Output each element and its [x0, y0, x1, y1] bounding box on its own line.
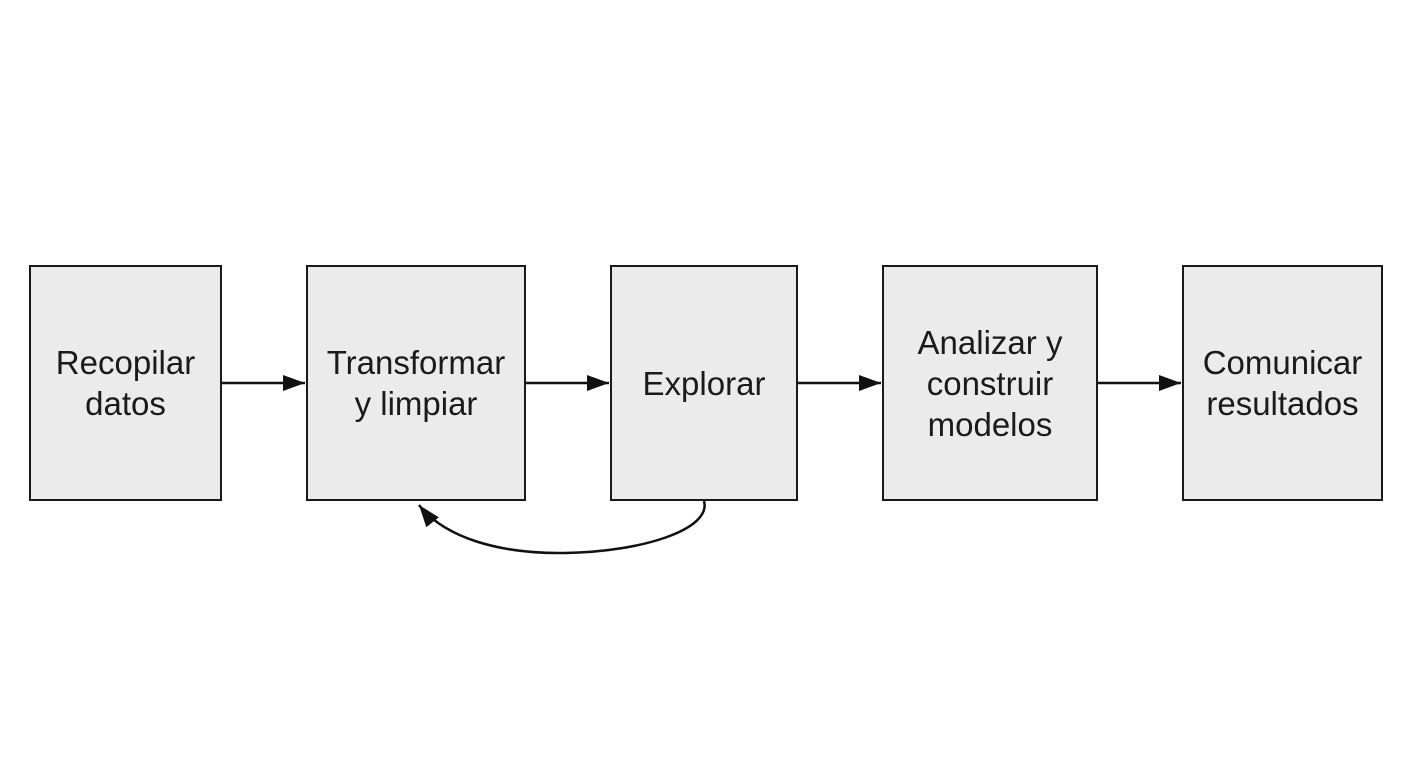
step-label-line: Analizar y: [917, 323, 1063, 361]
step-label: Transformar y limpiar: [327, 342, 505, 424]
step-label-line: Transformar: [326, 344, 506, 381]
step-recopilar-datos: Recopilar datos: [29, 265, 222, 501]
step-label: Comunicar resultados: [1203, 342, 1363, 424]
step-label-line: Explorar: [642, 364, 766, 402]
step-label: Explorar: [643, 363, 766, 404]
step-label-line: modelos: [927, 405, 1053, 443]
step-label-line: Recopilar: [55, 344, 196, 381]
step-label-line: Comunicar: [1202, 344, 1363, 381]
step-transformar-y-limpiar: Transformar y limpiar: [306, 265, 526, 501]
step-analizar-y-construir-modelos: Analizar y construir modelos: [882, 265, 1098, 501]
step-explorar: Explorar: [610, 265, 798, 501]
feedback-arrow-explorar-to-transformar: [418, 500, 706, 555]
step-label: Recopilar datos: [56, 342, 195, 424]
step-label-line: construir: [926, 364, 1054, 402]
step-label-line: y limpiar: [354, 385, 478, 422]
step-label-line: resultados: [1206, 385, 1359, 422]
step-comunicar-resultados: Comunicar resultados: [1182, 265, 1383, 501]
step-label: Analizar y construir modelos: [918, 322, 1063, 445]
step-label-line: datos: [85, 385, 166, 422]
